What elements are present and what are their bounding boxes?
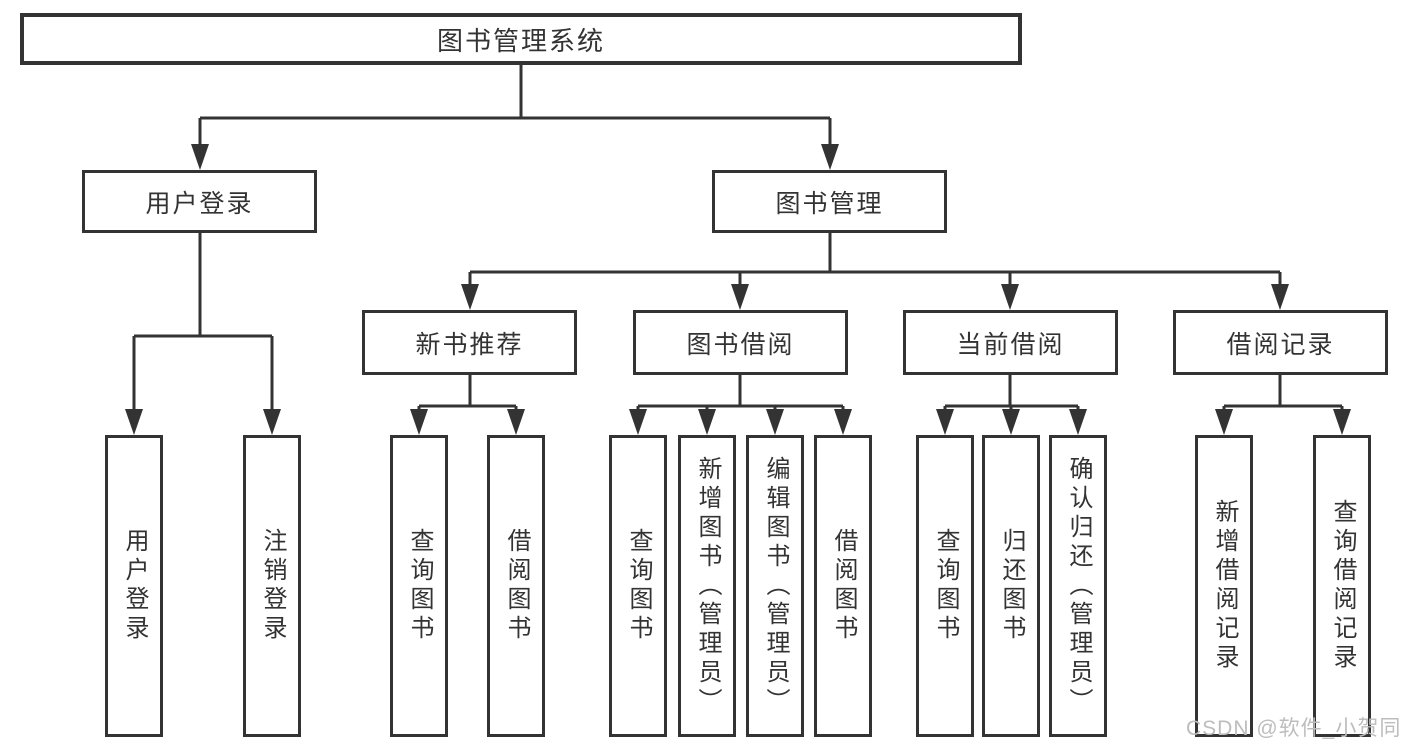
arrow-down-icon [410, 409, 428, 435]
leaf-borrow-add-books-admin: 新增图书（管理员） [678, 435, 736, 737]
node-borrow-records: 借阅记录 [1173, 310, 1388, 375]
root-node: 图书管理系统 [20, 13, 1022, 65]
arrow-down-icon [936, 409, 954, 435]
leaf-current-confirm-return-admin: 确认归还（管理员） [1049, 435, 1107, 737]
leaf-borrow-borrow-books: 借阅图书 [814, 435, 872, 737]
connector-bookmgmt-to-level3 [468, 233, 1282, 290]
arrow-down-icon [698, 409, 716, 435]
arrow-down-icon [507, 409, 525, 435]
connector-newbook-to-leaves [417, 375, 518, 414]
leaf-current-return-books: 归还图书 [982, 435, 1040, 737]
leaf-borrow-query-books: 查询图书 [609, 435, 667, 737]
arrow-down-icon [834, 409, 852, 435]
arrowheads [125, 144, 1351, 435]
arrow-down-icon [731, 284, 749, 310]
leaf-records-query-borrow-record: 查询借阅记录 [1313, 435, 1371, 737]
node-book-borrow: 图书借阅 [633, 310, 848, 375]
arrow-down-icon [821, 144, 839, 170]
arrow-down-icon [1002, 409, 1020, 435]
leaf-newrec-query-books: 查询图书 [390, 435, 448, 737]
connector-bookborrow-to-leaves [636, 375, 845, 414]
arrow-down-icon [766, 409, 784, 435]
arrow-down-icon [263, 409, 281, 435]
arrow-down-icon [125, 409, 143, 435]
node-new-book-recommend: 新书推荐 [362, 310, 577, 375]
leaf-logout-login: 注销登录 [243, 435, 301, 737]
arrow-down-icon [461, 284, 479, 310]
arrow-down-icon [191, 144, 209, 170]
node-book-management: 图书管理 [712, 170, 947, 233]
arrow-down-icon [629, 409, 647, 435]
arrow-down-icon [1001, 284, 1019, 310]
arrow-down-icon [1333, 409, 1351, 435]
leaf-current-query-books: 查询图书 [916, 435, 974, 737]
node-current-borrow: 当前借阅 [903, 310, 1118, 375]
connector-root-to-level2 [198, 65, 832, 150]
leaf-borrow-edit-books-admin: 编辑图书（管理员） [746, 435, 804, 737]
node-user-login: 用户登录 [82, 170, 317, 233]
arrow-down-icon [1215, 409, 1233, 435]
arrow-down-icon [1271, 284, 1289, 310]
connector-records-to-leaves [1222, 375, 1344, 414]
leaf-records-add-borrow-record: 新增借阅记录 [1195, 435, 1253, 737]
connector-currentborrow-to-leaves [943, 375, 1080, 414]
arrow-down-icon [1069, 409, 1087, 435]
csdn-watermark: CSDN @软件_小贺同学 [1186, 717, 1402, 740]
leaf-newrec-borrow-books: 借阅图书 [487, 435, 545, 737]
connector-userlogin-to-leaves [132, 233, 274, 414]
leaf-user-login: 用户登录 [105, 435, 163, 737]
